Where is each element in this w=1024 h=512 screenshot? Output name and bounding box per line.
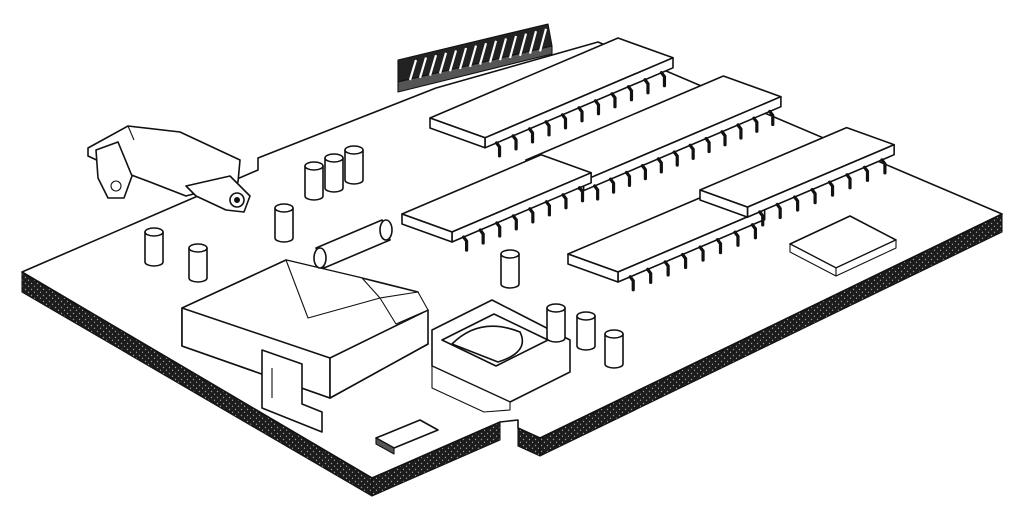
capacitor-7 bbox=[500, 249, 520, 289]
capacitor-2 bbox=[188, 243, 208, 283]
mounting-bracket bbox=[87, 125, 251, 213]
edge-connector bbox=[397, 23, 553, 93]
dip-chip-4 bbox=[567, 190, 766, 292]
dip-chip-1 bbox=[429, 37, 674, 158]
dip-chip-3 bbox=[401, 154, 592, 252]
capacitor-5 bbox=[324, 153, 344, 193]
chips-layer bbox=[401, 37, 895, 292]
square-chip bbox=[789, 215, 897, 277]
capacitor-3 bbox=[274, 203, 294, 243]
capacitor-6 bbox=[344, 145, 364, 185]
capacitor-10 bbox=[604, 329, 624, 369]
small-chip bbox=[375, 419, 439, 455]
capacitor-1 bbox=[144, 227, 164, 267]
capacitor-8 bbox=[546, 303, 566, 343]
capacitor-9 bbox=[576, 311, 596, 351]
dip-chip-5 bbox=[699, 126, 895, 227]
relay-block bbox=[431, 299, 571, 413]
connector-housing bbox=[181, 259, 429, 433]
crystal-cylinder bbox=[313, 219, 393, 269]
capacitor-4 bbox=[304, 161, 324, 201]
capacitors-layer bbox=[144, 145, 624, 369]
